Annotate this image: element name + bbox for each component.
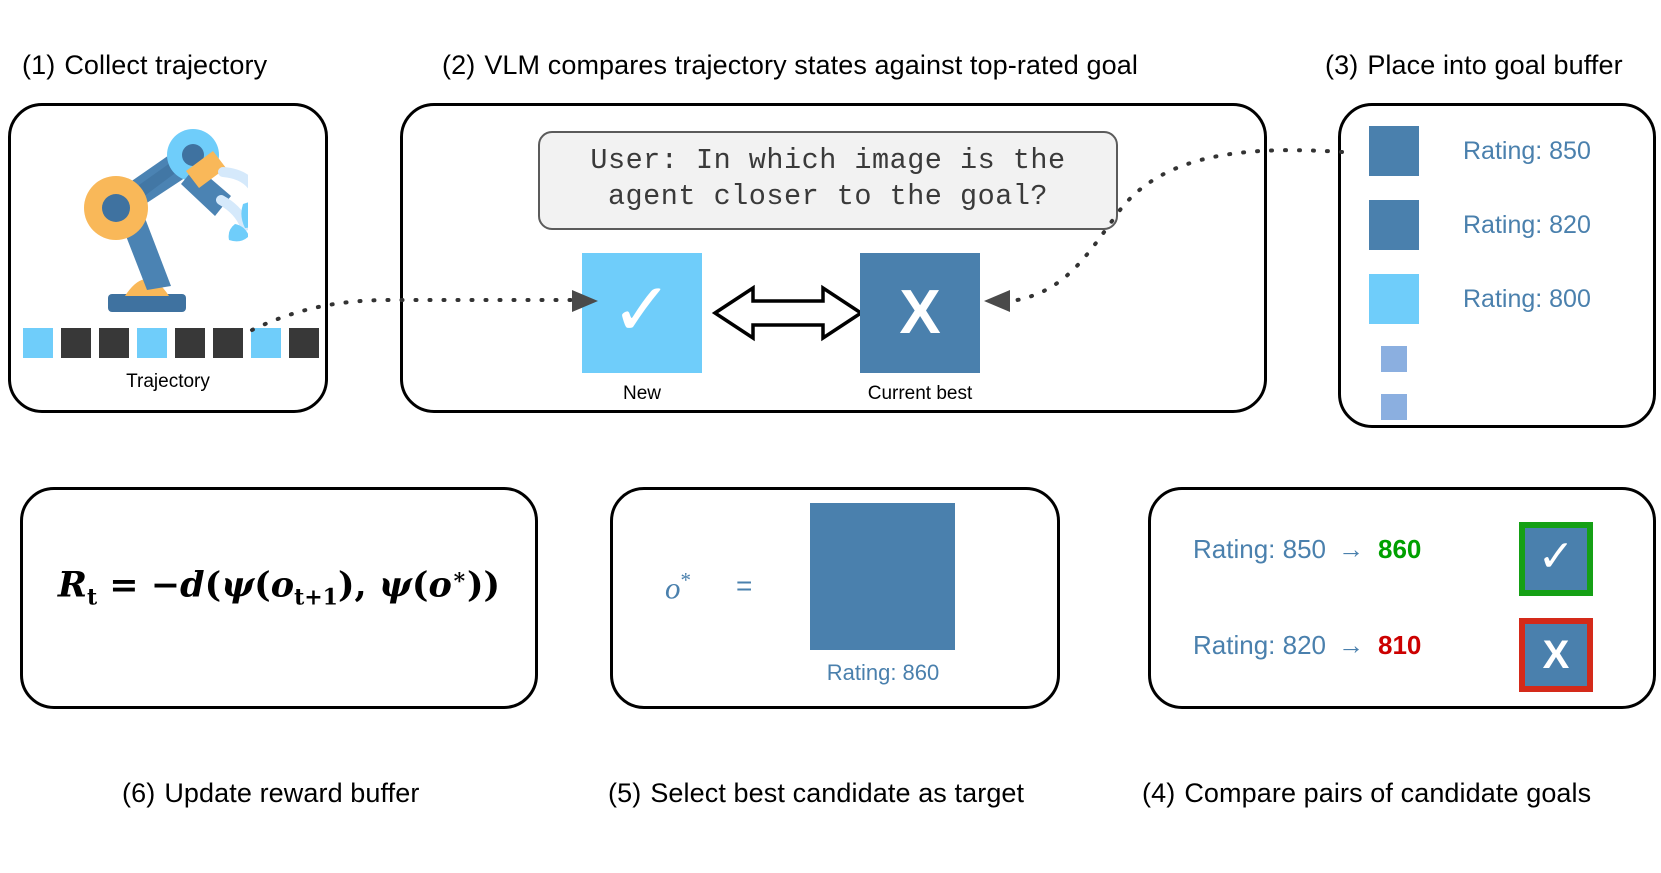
check-icon: ✓ xyxy=(1537,532,1575,581)
caption-step-5-number: (5) xyxy=(608,778,642,808)
pair-row: Rating: 850 → 860 xyxy=(1193,534,1421,565)
goal-buffer-item xyxy=(1381,394,1407,420)
pair-new-rating: 860 xyxy=(1377,534,1422,564)
pair-old-rating: Rating: 820 xyxy=(1193,630,1326,660)
vlm-prompt-bubble: User: In which image is the agent closer… xyxy=(538,131,1118,230)
pair-verdict-reject: X xyxy=(1519,618,1593,692)
x-icon: X xyxy=(1542,633,1570,677)
caption-step-4-number: (4) xyxy=(1142,778,1176,808)
goal-thumbnail xyxy=(1381,394,1407,420)
goal-rating-label: Rating: 820 xyxy=(1463,210,1591,239)
target-goal-rating-label: Rating: 860 xyxy=(826,660,940,685)
caption-step-6-number: (6) xyxy=(122,778,156,808)
candidate-new-label: New xyxy=(622,383,661,404)
caption-step-6-text: Update reward buffer xyxy=(164,778,420,808)
x-icon: X xyxy=(899,278,941,347)
caption-step-1: (1) Collect trajectory xyxy=(22,50,267,81)
caption-step-1-text: Collect trajectory xyxy=(64,50,268,80)
trajectory-square xyxy=(175,328,205,358)
reward-formula: Rt = −d(ψ(ot+1), ψ(o∗)) xyxy=(57,564,501,611)
caption-step-5: (5) Select best candidate as target xyxy=(608,778,1024,809)
target-observation-symbol: o* xyxy=(665,568,691,606)
trajectory-square xyxy=(61,328,91,358)
goal-thumbnail xyxy=(1369,200,1419,250)
goal-buffer-item: Rating: 850 xyxy=(1369,126,1591,176)
panel-select-best-candidate: o* = Rating: 860 xyxy=(610,487,1060,709)
caption-step-1-number: (1) xyxy=(22,50,56,80)
panel-update-reward-buffer: Rt = −d(ψ(ot+1), ψ(o∗)) xyxy=(20,487,538,709)
trajectory-strip xyxy=(23,328,319,358)
double-headed-arrow-icon xyxy=(711,284,865,342)
caption-step-2-number: (2) xyxy=(442,50,476,80)
trajectory-square xyxy=(99,328,129,358)
trajectory-square xyxy=(23,328,53,358)
vlm-prompt-line-1: User: In which image is the xyxy=(590,144,1066,177)
caption-step-5-text: Select best candidate as target xyxy=(650,778,1025,808)
panel-goal-buffer: Rating: 850 Rating: 820 Rating: 800 xyxy=(1338,103,1656,428)
candidate-current-best-image: X xyxy=(860,253,980,373)
pair-old-rating: Rating: 850 xyxy=(1193,534,1326,564)
equals-sign: = xyxy=(736,570,753,601)
arrow-right-icon: → xyxy=(1337,534,1364,564)
panel-collect-trajectory: Trajectory xyxy=(8,103,328,413)
goal-thumbnail xyxy=(1369,274,1419,324)
trajectory-label: Trajectory xyxy=(126,371,210,392)
robot-arm-icon xyxy=(84,129,248,312)
goal-buffer-item: Rating: 800 xyxy=(1369,274,1591,324)
goal-buffer-item xyxy=(1381,346,1407,372)
pair-row: Rating: 820 → 810 xyxy=(1193,630,1421,661)
check-icon: ✓ xyxy=(610,268,673,351)
panel-vlm-comparison: User: In which image is the agent closer… xyxy=(400,103,1267,413)
panel-compare-pairs: Rating: 850 → 860 ✓ Rating: 820 → 810 X xyxy=(1148,487,1656,709)
arrow-right-icon: → xyxy=(1337,630,1364,660)
goal-rating-label: Rating: 800 xyxy=(1463,284,1591,313)
caption-step-2: (2) VLM compares trajectory states agains… xyxy=(442,50,1138,81)
trajectory-square xyxy=(251,328,281,358)
caption-step-4-text: Compare pairs of candidate goals xyxy=(1184,778,1592,808)
goal-thumbnail xyxy=(1381,346,1407,372)
caption-step-3-number: (3) xyxy=(1325,50,1359,80)
caption-step-2-text: VLM compares trajectory states against t… xyxy=(484,50,1138,80)
goal-rating-label: Rating: 850 xyxy=(1463,136,1591,165)
caption-step-6: (6) Update reward buffer xyxy=(122,778,419,809)
caption-step-3-text: Place into goal buffer xyxy=(1367,50,1623,80)
pair-verdict-accept: ✓ xyxy=(1519,522,1593,596)
candidate-current-best-label: Current best xyxy=(867,383,973,404)
goal-buffer-item: Rating: 820 xyxy=(1369,200,1591,250)
caption-step-3: (3) Place into goal buffer xyxy=(1325,50,1623,81)
pair-new-rating: 810 xyxy=(1377,630,1422,660)
vlm-prompt-line-2: agent closer to the goal? xyxy=(607,180,1049,214)
trajectory-square xyxy=(137,328,167,358)
candidate-new-image: ✓ xyxy=(582,253,702,373)
trajectory-square xyxy=(213,328,243,358)
goal-thumbnail xyxy=(1369,126,1419,176)
target-goal-thumbnail xyxy=(810,503,955,650)
caption-step-4: (4) Compare pairs of candidate goals xyxy=(1142,778,1591,809)
trajectory-square xyxy=(289,328,319,358)
